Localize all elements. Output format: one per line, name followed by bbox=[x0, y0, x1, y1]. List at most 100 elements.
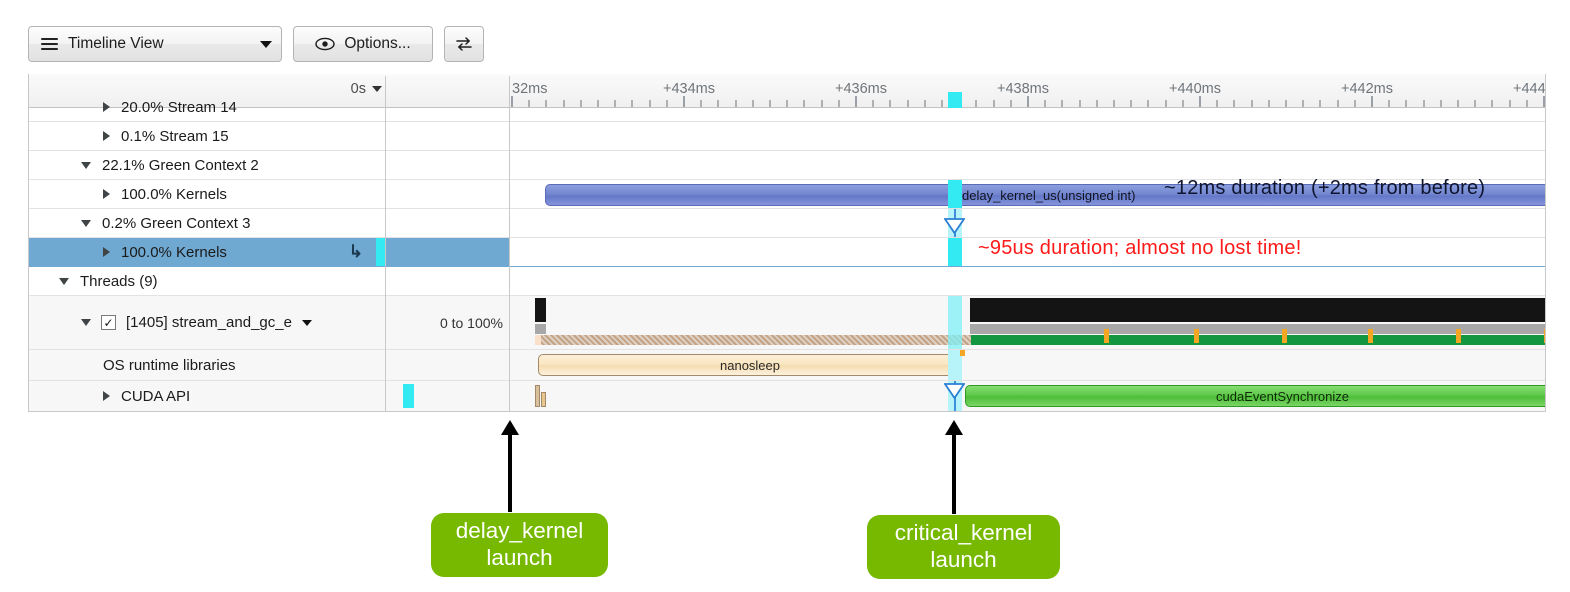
timeline-track-thread[interactable] bbox=[510, 296, 1545, 349]
options-button[interactable]: Options... bbox=[293, 26, 433, 62]
timeline-track[interactable]: nanosleep bbox=[510, 350, 1545, 380]
expand-arrow-icon[interactable] bbox=[103, 189, 110, 199]
timeline-ruler[interactable]: 0s 32ms +434ms +436ms +438ms +440ms +442… bbox=[29, 74, 1545, 108]
tree-row-cuda-api[interactable]: CUDA API cudaEventSynchronize bbox=[29, 381, 1545, 411]
ruler-minor-tick bbox=[1147, 100, 1149, 107]
tree-row-stream-15[interactable]: 0.1% Stream 15 bbox=[29, 122, 1545, 151]
ruler-minor-tick bbox=[1509, 100, 1511, 107]
ruler-minor-tick bbox=[1251, 100, 1253, 107]
timeline-track[interactable] bbox=[510, 267, 1545, 295]
ruler-minor-tick bbox=[597, 100, 599, 107]
tree-row-label: OS runtime libraries bbox=[103, 356, 236, 374]
thread-visibility-checkbox[interactable]: ✓ bbox=[101, 315, 116, 330]
timeline-track[interactable]: cudaEventSynchronize bbox=[510, 381, 1545, 411]
ruler-minor-tick bbox=[1061, 100, 1063, 107]
expand-arrow-icon[interactable] bbox=[103, 247, 110, 257]
expand-arrow-icon[interactable] bbox=[103, 131, 110, 141]
ruler-minor-tick bbox=[1526, 100, 1528, 107]
ruler-minor-tick bbox=[1268, 100, 1270, 107]
collapse-arrow-icon[interactable] bbox=[81, 161, 91, 169]
ruler-minor-tick bbox=[1388, 100, 1390, 107]
timeline-track[interactable] bbox=[510, 151, 1545, 179]
tree-row-stream-14[interactable]: 20.0% Stream 14 bbox=[29, 93, 1545, 122]
expand-arrow-icon[interactable] bbox=[103, 391, 110, 401]
ruler-minor-tick bbox=[700, 100, 702, 107]
ruler-minor-tick bbox=[1044, 100, 1046, 107]
callout-critical-kernel-launch: critical_kernel launch bbox=[867, 515, 1060, 579]
critical-kernel-bar[interactable] bbox=[948, 238, 962, 266]
tree-row-label: 100.0% Kernels bbox=[121, 185, 227, 203]
collapse-arrow-icon[interactable] bbox=[81, 319, 91, 326]
tree-row-label: 100.0% Kernels bbox=[121, 243, 227, 261]
cuda-api-small-bar[interactable] bbox=[535, 385, 540, 407]
ruler-selection-marker bbox=[948, 92, 962, 108]
return-arrow-icon[interactable]: ↳ bbox=[348, 242, 363, 261]
tree-row-threads[interactable]: Threads (9) bbox=[29, 267, 1545, 296]
tree-row-kernels-ctx2[interactable]: 100.0% Kernels delay_kernel_us(unsigned … bbox=[29, 180, 1545, 209]
timeline-view-dropdown[interactable]: Timeline View bbox=[28, 26, 282, 62]
tree-row-midcell bbox=[386, 350, 509, 380]
ruler-minor-tick bbox=[1457, 100, 1459, 107]
event-marker-triangle[interactable] bbox=[944, 218, 965, 234]
timeline-track[interactable] bbox=[510, 122, 1545, 150]
ruler-minor-tick bbox=[1130, 100, 1132, 107]
tree-row-label: Threads (9) bbox=[80, 272, 158, 290]
expand-arrow-icon[interactable] bbox=[103, 102, 110, 112]
nvtx-marker bbox=[1544, 329, 1545, 343]
os-runtime-band bbox=[537, 335, 971, 345]
ruler-minor-tick bbox=[838, 100, 840, 107]
ruler-minor-tick bbox=[545, 100, 547, 107]
cuda-api-bar-event-synchronize[interactable]: cudaEventSynchronize bbox=[965, 385, 1545, 407]
event-marker-triangle[interactable] bbox=[944, 383, 965, 399]
callout-arrow-head-delay bbox=[501, 420, 519, 435]
swap-view-button[interactable] bbox=[444, 26, 484, 62]
kernel-bar-delay-kernel[interactable]: delay_kernel_us(unsigned int) bbox=[545, 184, 1545, 206]
timeline-track[interactable] bbox=[510, 209, 1545, 237]
callout-line-1: delay_kernel bbox=[455, 518, 584, 544]
callout-line-2: launch bbox=[486, 545, 553, 570]
ruler-minor-tick bbox=[528, 100, 530, 107]
ruler-tick-label: +438ms bbox=[997, 81, 1049, 97]
options-label: Options... bbox=[344, 35, 411, 52]
os-runtime-band-start bbox=[535, 335, 541, 345]
tree-row-label: 0.2% Green Context 3 bbox=[102, 214, 251, 232]
tree-row-os-runtime-libraries[interactable]: OS runtime libraries nanosleep bbox=[29, 350, 1545, 381]
annotation-duration-95us: ~95us duration; almost no lost time! bbox=[978, 237, 1302, 259]
timeline-track[interactable] bbox=[510, 238, 1545, 266]
ruler-minor-tick bbox=[1216, 100, 1218, 107]
tree-row-kernels-ctx3-selected[interactable]: 100.0% Kernels ↳ bbox=[29, 238, 1545, 267]
nvtx-marker bbox=[1368, 329, 1373, 343]
tree-row-green-context-3[interactable]: 0.2% Green Context 3 bbox=[29, 209, 1545, 238]
callout-delay-kernel-launch: delay_kernel launch bbox=[431, 513, 608, 577]
tree-row-label: 20.0% Stream 14 bbox=[121, 98, 237, 116]
ruler-minor-tick bbox=[649, 100, 651, 107]
ruler-minor-tick bbox=[580, 100, 582, 107]
tree-row-thread-1405[interactable]: ✓ [1405] stream_and_gc_e 0 to 100% bbox=[29, 296, 1545, 350]
nvtx-marker bbox=[1456, 329, 1461, 343]
timeline-zero-selector[interactable]: 0s bbox=[351, 81, 382, 97]
timeline-track[interactable]: delay_kernel_us(unsigned int) bbox=[510, 180, 1545, 208]
ruler-minor-tick bbox=[907, 100, 909, 107]
ruler-minor-tick bbox=[821, 100, 823, 107]
ruler-minor-tick bbox=[717, 100, 719, 107]
tree-row-midcell bbox=[386, 209, 509, 237]
ruler-minor-tick bbox=[735, 100, 737, 107]
ruler-minor-tick bbox=[1233, 100, 1235, 107]
tree-row-green-context-2[interactable]: 22.1% Green Context 2 bbox=[29, 151, 1545, 180]
callout-arrow-shaft-delay bbox=[508, 434, 512, 512]
chevron-down-icon[interactable] bbox=[301, 319, 312, 326]
ruler-minor-tick bbox=[872, 100, 874, 107]
cuda-api-small-bar[interactable] bbox=[541, 392, 546, 407]
ruler-tick-label: 32ms bbox=[512, 81, 548, 97]
nvtx-marker bbox=[1282, 329, 1287, 343]
ruler-minor-tick bbox=[786, 100, 788, 107]
tree-row-midcell bbox=[386, 381, 509, 411]
ruler-major-tick bbox=[1199, 96, 1201, 107]
os-runtime-bar-nanosleep[interactable]: nanosleep bbox=[538, 354, 962, 376]
collapse-arrow-icon[interactable] bbox=[81, 219, 91, 227]
collapse-arrow-icon[interactable] bbox=[59, 277, 69, 285]
timeline-track[interactable] bbox=[510, 93, 1545, 121]
ruler-minor-tick bbox=[769, 100, 771, 107]
tree-row-midcell bbox=[386, 267, 509, 295]
ruler-minor-tick bbox=[1474, 100, 1476, 107]
